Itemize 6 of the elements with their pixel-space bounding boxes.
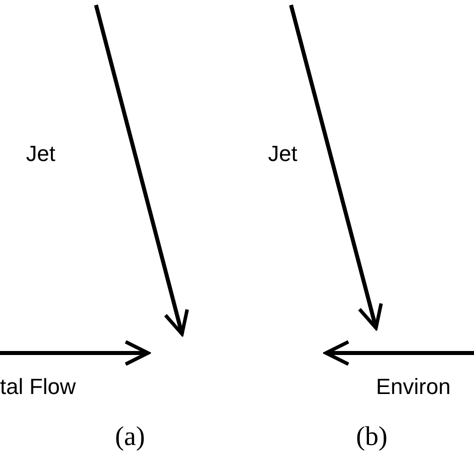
flow-label: Environ [376,376,451,398]
jet-label: Jet [268,143,298,165]
jet-label: Jet [26,143,56,165]
panel-label: (a) [115,423,145,450]
panel-label: (b) [356,423,388,450]
flow-label: tal Flow [0,376,76,398]
